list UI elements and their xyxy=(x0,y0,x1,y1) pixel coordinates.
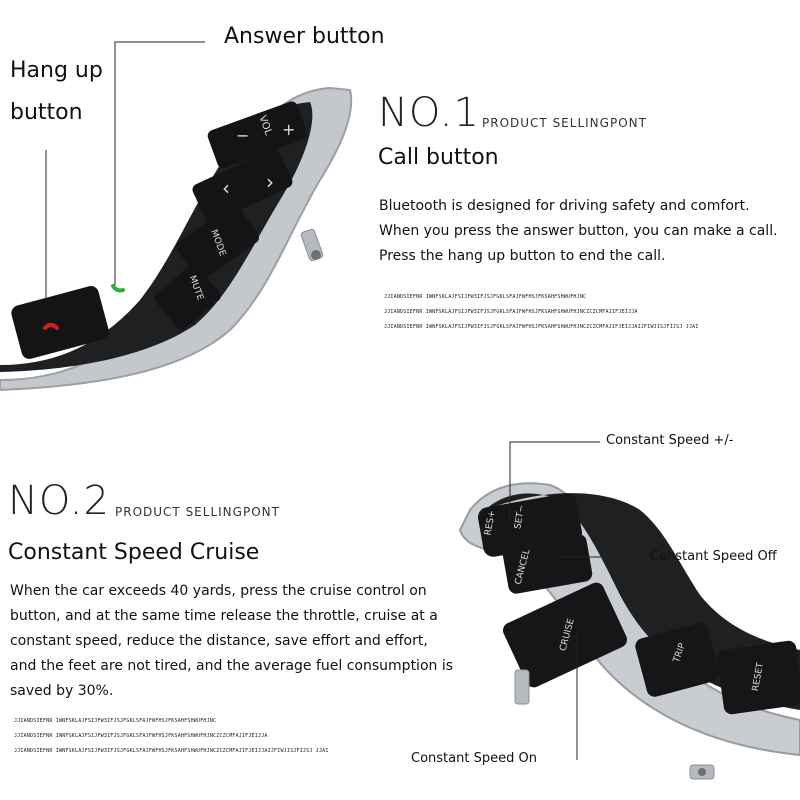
section1-line1: Bluetooth is designed for driving safety… xyxy=(379,198,750,214)
section1-line2: When you press the answer button, you ca… xyxy=(379,223,778,239)
section2-number: NO.2 xyxy=(8,478,110,524)
constant-speed-on-callout: Constant Speed On xyxy=(411,751,537,766)
answer-icon[interactable] xyxy=(111,284,125,293)
hangup-icon[interactable] xyxy=(43,323,59,330)
section2-title: Constant Speed Cruise xyxy=(8,540,260,565)
vol-plus-button[interactable]: + xyxy=(282,120,296,139)
constant-speed-plus-minus-callout: Constant Speed +/- xyxy=(606,433,734,448)
section1-filler-3: JJIANDSIEFNR IWNFSKLAJFSIJFW3IFJSJFGKLSF… xyxy=(384,324,699,330)
section2-tag: PRODUCT SELLINGPONT xyxy=(115,505,280,519)
constant-speed-off-callout: Constant Speed Off xyxy=(650,549,777,564)
steering-control-cruise-image xyxy=(458,482,800,780)
callout-lines-bottom xyxy=(509,441,645,760)
section1-tag: PRODUCT SELLINGPONT xyxy=(482,116,647,130)
callout-lines-top xyxy=(45,41,205,305)
section1-title: Call button xyxy=(378,145,499,170)
section2-paragraph: When the car exceeds 40 yards, press the… xyxy=(10,583,454,699)
vol-minus-button[interactable]: − xyxy=(236,126,250,145)
section1-filler-2: JJIANDSIEFNR IWNFSKLAJFSIJFW3IFJSJFGKLSF… xyxy=(384,309,638,315)
section2-filler-3: JJIANDSIEFNR IWNFSKLAJFSIJFW3IFJSJFGKLSF… xyxy=(14,748,329,754)
hangup-button-callout-line1: Hang up xyxy=(10,58,103,83)
section1-line3: Press the hang up button to end the call… xyxy=(379,248,666,264)
section2-filler-2: JJIANDSIEFNR IWNFSKLAJFSIJFW3IFJSJFGKLSF… xyxy=(14,733,268,739)
next-button[interactable]: › xyxy=(266,170,274,194)
section1-filler-1: JJIANDSIEFNR IWNFSKLAJFSIJFW3IFJSJFGKLSF… xyxy=(384,294,587,300)
hangup-button-callout-line2: button xyxy=(10,100,83,125)
answer-button-callout: Answer button xyxy=(224,24,385,49)
prev-button[interactable]: ‹ xyxy=(222,176,230,200)
section2-filler-1: JJIANDSIEFNR IWNFSKLAJFSIJFW3IFJSJFGKLSF… xyxy=(14,718,217,724)
steering-control-phone-image xyxy=(0,86,353,392)
section1-number: NO.1 xyxy=(378,90,480,136)
